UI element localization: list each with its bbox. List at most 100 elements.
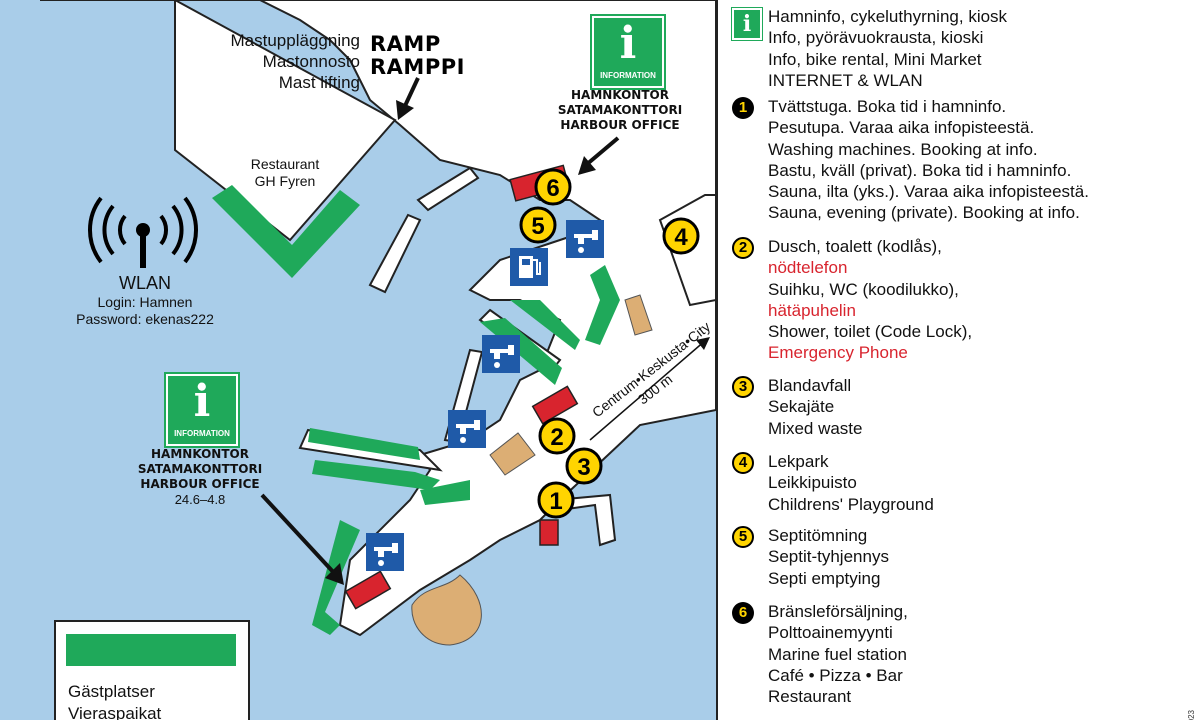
legend-line: Childrens' Playground: [768, 494, 934, 514]
ramp-title-sv: RAMP: [370, 32, 441, 56]
arrows: [260, 77, 710, 585]
legend-line: Restaurant: [768, 687, 852, 707]
marker-1: 1: [537, 481, 575, 519]
information-glyph: i: [193, 376, 211, 427]
water-tap-icon: [482, 335, 520, 373]
legend-line-emergency: Emergency Phone: [768, 343, 908, 363]
legend-line: Marine fuel station: [768, 644, 907, 664]
information-icon: i INFORMATION: [590, 14, 666, 90]
legend-line: Washing machines. Booking at info.: [768, 139, 1038, 159]
harbour-office-left-sv: HAMNKONTOR: [151, 447, 249, 461]
marker-5: 5: [519, 206, 557, 244]
information-icon: i INFORMATION: [164, 372, 240, 448]
legend-marker-6: 6: [732, 602, 754, 624]
laundry-building: [539, 519, 559, 546]
fuel-pump-icon: [510, 248, 548, 286]
legend-line: Mixed waste: [768, 418, 863, 438]
legend-line-emergency: hätäpuhelin: [768, 300, 856, 320]
legend-line: Sauna, ilta (yks.). Varaa aika infopiste…: [768, 182, 1089, 202]
wlan-password: Password: ekenas222: [76, 311, 214, 327]
legend-line: Sekajäte: [768, 397, 835, 417]
legend-marker-1: 1: [732, 97, 754, 119]
shower-building: [531, 385, 579, 425]
svg-text:6: 6: [546, 175, 559, 202]
water-tap-icon: [448, 410, 486, 448]
marker-2: 2: [538, 417, 576, 455]
restaurant-name-2: GH Fyren: [254, 173, 316, 189]
legend-marker-5: 5: [732, 526, 754, 548]
wifi-antenna-icon: [87, 196, 199, 268]
harbour-office-top-label: HAMNKONTOR SATAMAKONTTORI HARBOUR OFFICE: [520, 88, 720, 133]
harbour-office-left-en: HARBOUR OFFICE: [140, 477, 260, 491]
legend-line: Septi emptying: [768, 568, 881, 588]
beach: [411, 574, 482, 646]
marker-3: 3: [565, 447, 603, 485]
legend-line: Dusch, toalett (kodlås),: [768, 237, 942, 256]
information-badge-text: INFORMATION: [174, 429, 230, 438]
information-glyph: i: [619, 18, 637, 69]
legend-line: Sauna, evening (private). Booking at inf…: [768, 203, 1080, 223]
ramp-caption: Mastuppläggning Mastonnosto Mast lifting: [188, 30, 360, 93]
legend-item-2: Dusch, toalett (kodlås), nödtelefon Suih…: [768, 236, 972, 364]
legend-line-emergency: nödtelefon: [768, 258, 848, 278]
legend-line: Polttoainemyynti: [768, 623, 893, 643]
svg-text:5: 5: [531, 213, 544, 240]
ramp-title-fi: RAMPPI: [370, 55, 465, 79]
water-tap-icon: [566, 220, 604, 258]
legend-info-line: INTERNET & WLAN: [768, 70, 923, 90]
ramp-caption-en: Mast lifting: [278, 73, 360, 92]
office-arrow-icon: [584, 136, 620, 167]
harbour-office-building: [344, 570, 392, 610]
guest-berths-sv: Gästplatser: [68, 682, 155, 701]
svg-text:2: 2: [550, 424, 563, 451]
marker-4: 4: [662, 217, 700, 255]
legend-item-5: Septitömning Septit-tyhjennys Septi empt…: [768, 525, 889, 589]
restaurant-name-1: Restaurant: [250, 156, 320, 172]
ramp-caption-sv: Mastuppläggning: [230, 31, 360, 50]
legend-line: Suihku, WC (koodilukko),: [768, 279, 959, 299]
legend-marker-2: 2: [732, 237, 754, 259]
svg-text:4: 4: [674, 224, 688, 251]
sand-areas: [411, 294, 653, 646]
legend-line: Tvättstuga. Boka tid i hamninfo.: [768, 97, 1007, 116]
harbour-office-left-fi: SATAMAKONTTORI: [137, 462, 263, 476]
legend-line: Pesutupa. Varaa aika infopisteestä.: [768, 118, 1035, 138]
information-badge-text: INFORMATION: [600, 71, 656, 80]
ramp-title: RAMP RAMPPI: [370, 33, 465, 79]
legend-item-3: Blandavfall Sekajäte Mixed waste: [768, 375, 862, 439]
marker-6: 6: [534, 168, 572, 206]
legend-info-line: Info, bike rental, Mini Market: [768, 49, 982, 69]
water-taps: [366, 220, 604, 571]
legend-line: Bränsleförsäljning,: [768, 602, 908, 621]
svg-text:3: 3: [577, 454, 590, 481]
information-icon: i: [731, 7, 763, 41]
legend-line: Septitömning: [768, 526, 868, 545]
legend-item-6: Bränsleförsäljning, Polttoainemyynti Mar…: [768, 601, 908, 707]
guest-berths-fi: Vieraspaikat: [68, 704, 162, 720]
legend-marker-4: 4: [732, 452, 754, 474]
ramp-caption-fi: Mastonnosto: [262, 52, 360, 71]
harbour-office-left-label: HAMNKONTOR SATAMAKONTTORI HARBOUR OFFICE…: [100, 447, 300, 507]
legend-line: Bastu, kväll (privat). Boka tid i hamnin…: [768, 160, 1072, 180]
ramp-arrow-icon: [402, 77, 420, 109]
legend-line: Café • Pizza • Bar: [768, 665, 903, 685]
svg-text:1: 1: [549, 488, 562, 515]
wlan-title: WLAN: [118, 273, 171, 293]
legend-item-4: Lekpark Leikkipuisto Childrens' Playgrou…: [768, 451, 934, 515]
left-office-arrow-icon: [260, 493, 338, 577]
guest-berths-legend: Gästplatser Vieraspaikat: [54, 620, 250, 720]
legend-marker-3: 3: [732, 376, 754, 398]
map-canvas: 6 5 4 2 3 1 Centrum•Keskusta•City 300 m: [40, 0, 716, 646]
harbour-office-top-en: HARBOUR OFFICE: [560, 118, 680, 132]
legend-line: Lekpark: [768, 452, 829, 471]
water-tap-icon: [366, 533, 404, 571]
guest-berths-swatch: [66, 634, 236, 666]
legend-info-line: Info, pyörävuokrausta, kioski: [768, 28, 984, 48]
legend-item-1: Tvättstuga. Boka tid i hamninfo. Pesutup…: [768, 96, 1089, 224]
map-markers: 6 5 4 2 3 1: [519, 168, 700, 519]
legend-info: Hamninfo, cykeluthyrning, kiosk Info, py…: [768, 6, 1007, 91]
restaurant-label: Restaurant GH Fyren: [225, 156, 345, 190]
harbour-office-top-fi: SATAMAKONTTORI: [557, 103, 683, 117]
legend-line: Septit-tyhjennys: [768, 547, 889, 567]
